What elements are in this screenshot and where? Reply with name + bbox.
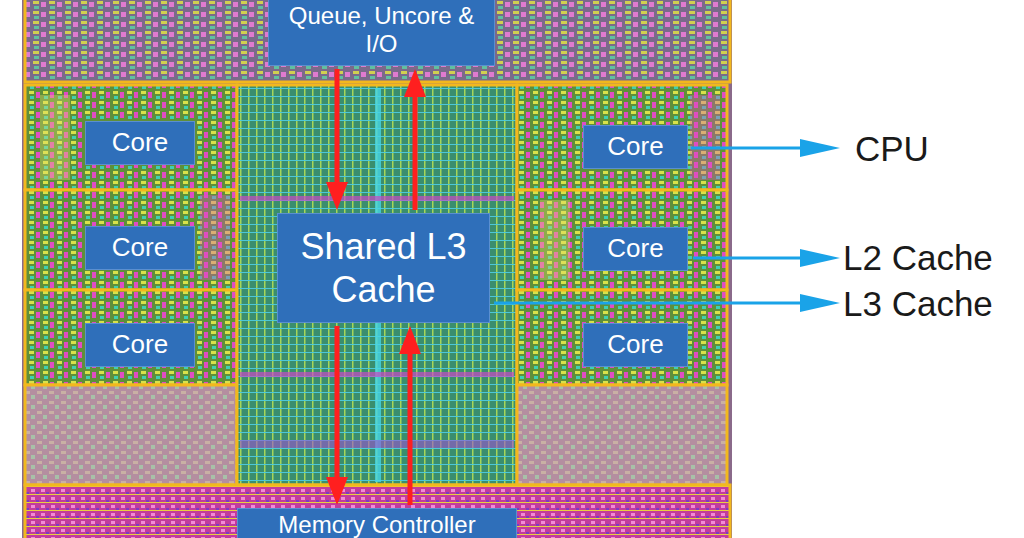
core-region [25, 190, 237, 290]
uncore-region [25, 0, 730, 82]
leader-line [693, 257, 802, 260]
core-region [517, 190, 727, 290]
l3-band [240, 372, 514, 377]
data-flow-arrow [404, 69, 426, 210]
arrowhead [404, 69, 426, 97]
core-label: Core [583, 125, 688, 169]
data-flow-arrow [399, 326, 421, 505]
arrowhead [326, 477, 348, 505]
node-text: Core [607, 330, 663, 360]
node-text: Memory Controller [278, 511, 475, 538]
callout-label: CPU [855, 131, 929, 166]
arrowhead [399, 326, 421, 354]
l3-band [240, 440, 514, 448]
core-overlay [540, 200, 570, 280]
data-flow-arrow [326, 326, 348, 505]
core-region [25, 290, 237, 385]
core-overlay [200, 195, 230, 280]
core-label: Core [85, 226, 195, 270]
data-flow-arrow [326, 69, 348, 210]
die-ground [22, 0, 732, 538]
memory-controller-label: Memory Controller [237, 508, 517, 538]
arrow-shaft [413, 95, 418, 210]
node-text: Core [112, 233, 168, 263]
uncore-label: Queue, Uncore & I/O [268, 0, 495, 66]
l3-region [237, 85, 517, 485]
core-label: Core [85, 323, 195, 367]
memory-region [25, 485, 730, 538]
core-region [25, 85, 237, 190]
node-text: Core [607, 234, 663, 264]
core-label: Core [583, 323, 688, 367]
node-text: Core [112, 330, 168, 360]
arrow-shaft [335, 326, 340, 479]
arrow-shaft [335, 69, 340, 184]
node-text: Shared L3 Cache [290, 225, 477, 311]
callout-label: L3 Cache [843, 286, 993, 321]
faded-region [25, 385, 237, 485]
core-overlay [40, 95, 70, 180]
arrowhead [326, 182, 348, 210]
core-overlay [690, 95, 720, 180]
faded-region [517, 385, 727, 485]
core-region [517, 85, 727, 190]
leader-arrowhead [800, 139, 840, 157]
node-text: Core [112, 128, 168, 158]
leader-line [691, 147, 802, 150]
l3-band [240, 196, 514, 201]
node-text: Queue, Uncore & I/O [279, 2, 484, 57]
core-label: Core [85, 121, 195, 165]
leader-arrowhead [800, 249, 840, 267]
core-label: Core [583, 227, 688, 271]
leader-line [494, 302, 802, 305]
callout-label: L2 Cache [843, 240, 993, 275]
l3-cache-label: Shared L3 Cache [277, 213, 490, 323]
node-text: Core [607, 132, 663, 162]
arrow-shaft [408, 352, 413, 505]
leader-arrowhead [800, 294, 840, 312]
